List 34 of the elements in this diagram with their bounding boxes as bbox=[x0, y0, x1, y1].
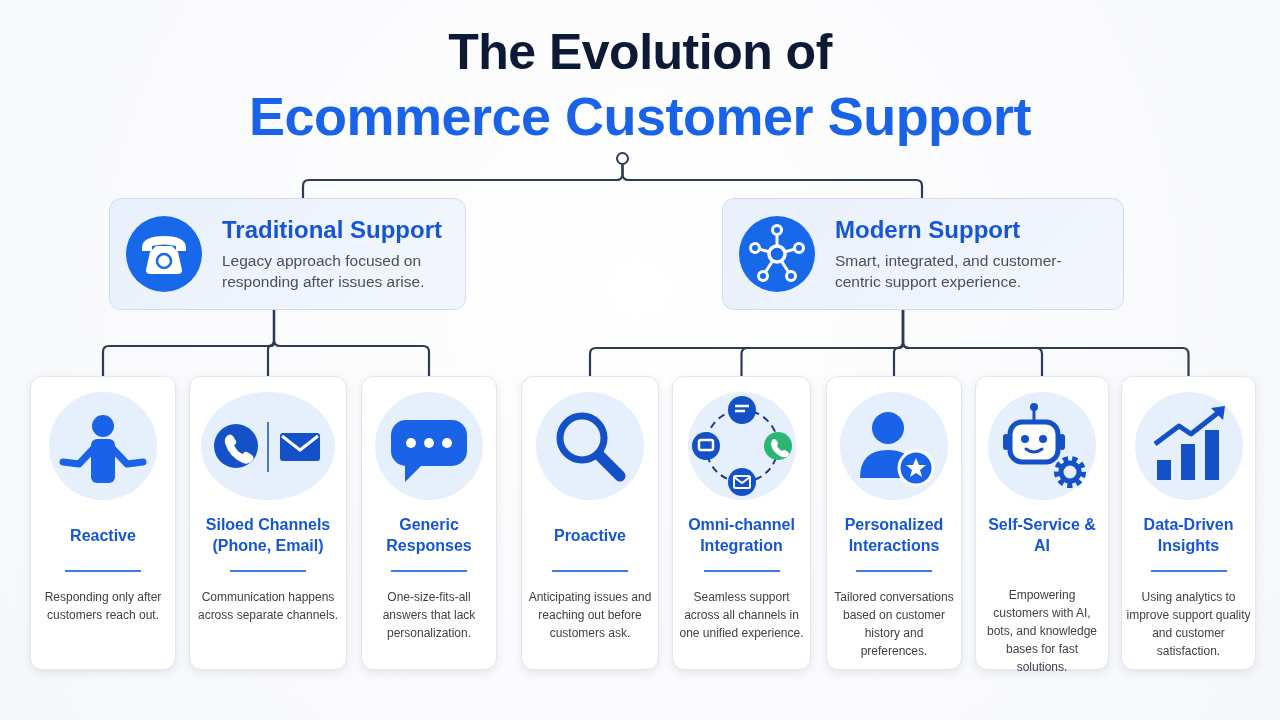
connector-line bbox=[272, 310, 431, 376]
feature-card bbox=[521, 376, 659, 670]
feature-card bbox=[975, 376, 1109, 670]
feature-card bbox=[30, 376, 176, 670]
card-description: Anticipating issues and reaching out before customers ask. bbox=[527, 589, 653, 642]
category-panel bbox=[722, 198, 1124, 310]
card-description: One-size-fits-all answers that lack personalization. bbox=[381, 589, 477, 642]
card-description: Using analytics to improve support quality and customer satisfaction. bbox=[1126, 589, 1251, 660]
card-title: Omni-channel Integration bbox=[687, 515, 796, 556]
card-title: Reactive bbox=[69, 525, 137, 546]
panel-description: Legacy approach focused on responding after issues arise. bbox=[222, 251, 426, 292]
panel-description: Smart, integrated, and customer-centric support experience. bbox=[835, 251, 1063, 292]
connector-dot bbox=[616, 152, 629, 165]
panel-heading: Modern Support bbox=[835, 216, 1022, 244]
card-description: Seamless support across all channels in one unified experience. bbox=[678, 589, 805, 642]
card-title: Siloed Channels (Phone, Email) bbox=[204, 515, 332, 556]
panel-heading: Traditional Support bbox=[222, 216, 443, 244]
card-title: Proactive bbox=[552, 525, 627, 546]
card-title: Data-Driven Insights bbox=[1142, 515, 1235, 556]
card-title: Personalized Interactions bbox=[843, 515, 945, 556]
card-description: Communication happens across separate channels. bbox=[196, 589, 340, 624]
card-description: Tailored conversations based on customer history and preferences. bbox=[833, 589, 955, 660]
card-description: Empowering customers with AI, bots, and knowledge bases for fast solutions. bbox=[985, 587, 1099, 676]
feature-card bbox=[189, 376, 347, 670]
category-panel bbox=[109, 198, 466, 310]
card-description: Responding only after customers reach out. bbox=[43, 589, 163, 624]
diagram-title: The Evolution of Ecommerce Customer Support bbox=[247, 23, 1033, 148]
feature-card bbox=[361, 376, 497, 670]
feature-card bbox=[1121, 376, 1256, 670]
feature-card bbox=[826, 376, 962, 670]
feature-card bbox=[672, 376, 811, 670]
connector-line bbox=[901, 310, 1190, 376]
card-title: Generic Responses bbox=[385, 515, 473, 556]
card-title: Self-Service & AI bbox=[987, 515, 1097, 556]
